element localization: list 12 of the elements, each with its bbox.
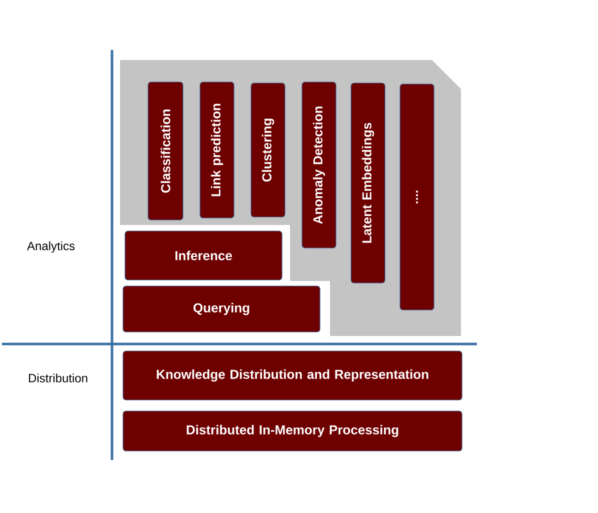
process-box: Querying [122,286,320,332]
vertical-box: Anomaly Detection [302,82,336,248]
process-box: Inference [124,230,282,280]
vertical-box: .... [400,84,434,310]
vertical-box: Latent Embeddings [350,82,386,284]
axis-label: Distribution [28,374,88,382]
vertical-box: Classification [148,82,184,220]
process-box: Distributed In-Memory Processing [122,410,462,452]
process-box: Knowledge Distribution and Representation [122,350,462,400]
vertical-box: Link prediction [200,82,234,218]
axis-label: Analytics [27,241,75,253]
vertical-box: Clustering [250,82,286,218]
